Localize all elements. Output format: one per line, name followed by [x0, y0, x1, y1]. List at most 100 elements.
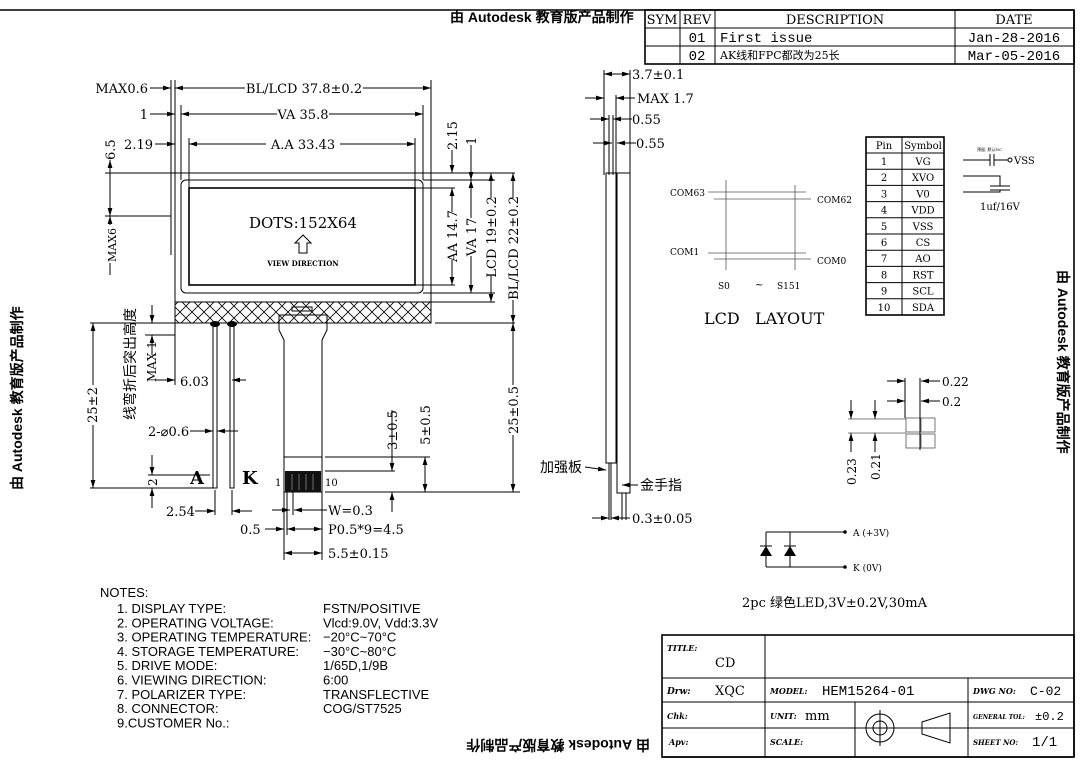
- led-circuit: A (+3V) K (0V) 2pc 绿色LED,3V±0.2V,30mA: [742, 528, 928, 611]
- led-cathode-label: K (0V): [853, 563, 882, 574]
- note-label: 5. DRIVE MODE:: [117, 658, 217, 673]
- tol-value: ±0.2: [1035, 710, 1064, 724]
- apv-label: Apv:: [668, 737, 688, 747]
- com62-label: COM62: [817, 196, 852, 206]
- note-value: 6:00: [323, 673, 348, 688]
- pin-header: Pin: [876, 141, 893, 152]
- dim-pin-length: 25±2: [86, 387, 101, 423]
- dim-pin-diameter: 2-⌀0.6: [148, 425, 189, 440]
- rev-row-1-description: First issue: [720, 31, 812, 47]
- note-value: Vlcd:9.0V, Vdd:3.3V: [323, 615, 438, 630]
- pin-symbol: XVO: [912, 173, 934, 184]
- drw-label: Drw:: [666, 687, 691, 697]
- dim-05: 0.5: [240, 523, 261, 538]
- lcd-outline: [180, 179, 424, 294]
- dots-label: DOTS:152X64: [249, 214, 357, 232]
- title-block: TITLE: CD Drw: XQC MODEL: HEM15264-01 DW…: [661, 634, 1075, 758]
- rev-row-1-date: Jan-28-2016: [968, 31, 1060, 47]
- gold-finger-contacts: [285, 471, 321, 492]
- pin-symbol: VDD: [910, 206, 934, 217]
- led-diode-icon: [760, 546, 772, 556]
- pin-number: 8: [881, 270, 887, 281]
- pin-symbol: RST: [912, 270, 933, 281]
- note-value: TRANSFLECTIVE: [323, 687, 430, 702]
- title-label: TITLE:: [667, 643, 697, 653]
- note-value: FSTN/POSITIVE: [323, 601, 421, 616]
- dim-va-height: VA 17: [465, 218, 480, 258]
- tilde-label: ~: [755, 280, 763, 291]
- s151-label: S151: [777, 282, 800, 292]
- dwg-value: C-02: [1030, 684, 1061, 699]
- model-value: HEM15264-01: [822, 684, 914, 700]
- dwg-label: DWG NO:: [972, 686, 1016, 696]
- pin-symbol: AO: [914, 254, 930, 265]
- pin-symbol: VSS: [912, 222, 934, 233]
- vss-label: VSS: [1013, 156, 1035, 167]
- dim-max17: MAX 1.7: [637, 92, 694, 107]
- sheet-label: SHEET NO:: [973, 738, 1018, 747]
- note-label: 8. CONNECTOR:: [117, 701, 219, 716]
- dim-603: 6.03: [180, 375, 209, 390]
- rev-header-rev: REV: [683, 13, 712, 28]
- note-label: 7. POLARIZER TYPE:: [117, 687, 246, 702]
- dim-03: 0.3±0.05: [632, 512, 693, 527]
- active-area: [188, 187, 416, 286]
- s0-label: S0: [718, 282, 730, 292]
- cathode-label: K: [242, 468, 259, 489]
- pin-number: 3: [881, 189, 887, 200]
- dim-thickness: 3.7±0.1: [632, 68, 684, 83]
- led-diode-icon: [784, 546, 796, 556]
- cathode-pin: [229, 324, 235, 489]
- pin-number: 2: [881, 173, 887, 184]
- watermark-left: 由 Autodesk 教育版产品制作: [9, 306, 25, 490]
- lcd-layout-title: LCD LAYOUT: [704, 309, 825, 328]
- pin-symbol: CS: [916, 238, 931, 249]
- dim-max1: MAX 1: [145, 341, 159, 382]
- com1-label: COM1: [670, 248, 699, 258]
- dim-fpc-width: 5.5±0.15: [328, 547, 389, 562]
- pin-number: 10: [878, 303, 891, 314]
- dim-bl-lcd-height: BL/LCD 22±0.2: [507, 196, 522, 300]
- scale-label: SCALE:: [770, 737, 803, 747]
- hatched-strip: [174, 301, 432, 324]
- dim-max06: MAX0.6: [95, 82, 148, 97]
- dim-023: 0.23: [845, 458, 859, 485]
- note-label: 2. OPERATING VOLTAGE:: [117, 615, 274, 630]
- dim-fpc-length: 25±0.5: [507, 386, 522, 434]
- gold-finger-label: 金手指: [640, 478, 682, 494]
- cap-note: 预留, 默认NC: [977, 146, 1002, 152]
- bend-note: 线弯折后突出高度: [122, 308, 139, 420]
- dim-aa-height: AA 14.7: [446, 210, 461, 263]
- view-direction-label: VIEW DIRECTION: [266, 259, 339, 268]
- unit-label: UNIT:: [770, 711, 797, 721]
- dim-215: 2.15: [446, 121, 461, 150]
- symbol-header: Symbol: [904, 141, 942, 152]
- pin-number: 1: [881, 157, 887, 168]
- title-value: CD: [715, 656, 735, 671]
- notes-title: NOTES:: [100, 585, 148, 600]
- dim-3: 3±0.5: [386, 410, 401, 450]
- dim-055-b: 0.55: [636, 137, 665, 152]
- note-value: −20°C~70°C: [323, 630, 396, 645]
- view-direction-arrow-icon: [293, 234, 313, 254]
- dim-aa-width: A.A 33.43: [270, 138, 335, 153]
- revision-table: SYM REV DESCRIPTION DATE 01 First issue …: [644, 9, 1075, 65]
- rev-row-1-rev: 01: [689, 31, 706, 47]
- pin-symbol: SDA: [912, 303, 935, 314]
- note-label: 9.CUSTOMER No.:: [117, 715, 229, 730]
- pin-number: 5: [881, 222, 887, 233]
- rev-header-date: DATE: [995, 13, 1032, 28]
- tol-label: GENERAL TOL:: [973, 714, 1025, 721]
- lcd-layout: COM63 COM62 COM1 COM0 S0 ~ S151 LCD LAYO…: [670, 180, 852, 328]
- watermark-bottom: 由 Autodesk 教育版产品制作: [466, 737, 650, 753]
- side-backlight: [616, 172, 631, 494]
- dim-w: W=0.3: [328, 504, 373, 519]
- unit-value: mm: [805, 709, 830, 724]
- pixel-detail: 0.22 0.2 0.23 0.21: [845, 375, 969, 485]
- dim-022: 0.22: [942, 375, 969, 389]
- rev-row-2-description: AK线和FPC都改为25长: [719, 48, 840, 62]
- anode-label: A: [189, 468, 205, 489]
